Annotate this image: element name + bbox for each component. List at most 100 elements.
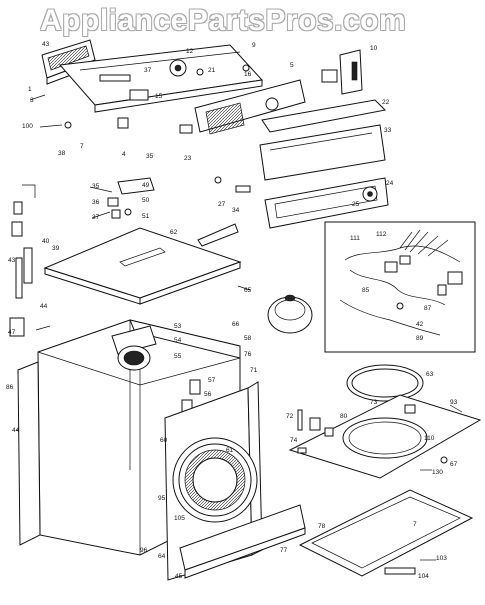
callout-80: 80	[340, 413, 348, 420]
front-panel	[164, 381, 263, 581]
callout-43a: 43	[42, 41, 50, 48]
callout-73: 73	[370, 399, 378, 406]
callout-27: 27	[218, 201, 226, 208]
callout-4: 4	[122, 151, 126, 158]
callout-65: 65	[244, 287, 252, 294]
door-hinge-parts	[297, 409, 448, 464]
latch-parts	[107, 177, 155, 219]
lint-filter-duct	[197, 223, 239, 247]
callout-55: 55	[174, 353, 182, 360]
leader-lines	[29, 94, 463, 561]
callout-7b: 7	[413, 521, 417, 528]
callout-44a: 44	[40, 303, 48, 310]
callout-47: 47	[8, 329, 16, 336]
callout-9: 9	[252, 42, 256, 49]
callout-50: 50	[142, 197, 150, 204]
callout-89: 89	[416, 335, 424, 342]
callout-56: 56	[204, 391, 212, 398]
callout-100: 100	[22, 123, 33, 130]
callout-40: 40	[42, 238, 50, 245]
callout-74: 74	[290, 437, 298, 444]
door-inner-panel	[298, 489, 474, 577]
callout-24: 24	[386, 180, 394, 187]
rear-panel	[17, 361, 41, 546]
callout-103: 103	[436, 555, 447, 562]
callout-43b: 43	[8, 257, 16, 264]
callout-1: 1	[28, 86, 32, 93]
callout-96: 96	[140, 547, 148, 554]
callout-87: 87	[424, 305, 432, 312]
callout-12: 12	[186, 48, 194, 55]
callout-49: 49	[142, 182, 150, 189]
left-side-hardware	[9, 184, 51, 431]
callout-104: 104	[418, 573, 429, 580]
callout-33: 33	[384, 127, 392, 134]
console-front-panel	[259, 124, 386, 181]
callout-35a: 35	[146, 153, 154, 160]
console-lower-panel	[264, 177, 389, 229]
callout-35b: 35	[92, 183, 100, 190]
callout-93: 93	[450, 399, 458, 406]
callout-110: 110	[424, 435, 435, 442]
callout-64: 64	[158, 553, 166, 560]
console-top-trim	[261, 99, 387, 133]
callout-15: 15	[155, 93, 163, 100]
callout-76: 76	[244, 351, 252, 358]
wiring-harness-inset	[324, 221, 476, 353]
door-gasket	[346, 364, 424, 402]
callout-42: 42	[416, 321, 424, 328]
cabinet-top	[43, 227, 242, 305]
control-panel-bezel	[194, 79, 306, 135]
callout-112: 112	[376, 231, 387, 238]
callout-58: 58	[244, 335, 252, 342]
callout-71: 71	[250, 367, 258, 374]
callout-10: 10	[370, 45, 378, 52]
console-small-hardware	[64, 64, 251, 193]
callout-37a: 37	[144, 67, 152, 74]
callout-34: 34	[232, 207, 240, 214]
exhaust-duct	[111, 325, 157, 371]
callout-105: 105	[174, 515, 185, 522]
callout-95: 95	[158, 495, 166, 502]
console-bracket-right	[321, 49, 363, 95]
callout-60: 60	[160, 437, 168, 444]
callout-66: 66	[232, 321, 240, 328]
callout-130: 130	[432, 469, 443, 476]
callout-16: 16	[244, 71, 252, 78]
callout-labels: 43 1 3 100 9 12 21 15 37 16 5 10 22 7 38…	[6, 41, 458, 580]
callout-36: 36	[92, 199, 100, 206]
blower-housing	[267, 294, 313, 334]
callout-62: 62	[170, 229, 178, 236]
timer-motor	[169, 59, 187, 77]
callout-51: 51	[142, 213, 150, 220]
callout-63: 63	[426, 371, 434, 378]
callout-86: 86	[6, 384, 14, 391]
door-outer-panel	[288, 394, 482, 479]
callout-23: 23	[184, 155, 192, 162]
callout-78: 78	[318, 523, 326, 530]
callout-45: 45	[175, 573, 183, 580]
callout-5: 5	[290, 62, 294, 69]
callout-22: 22	[382, 99, 390, 106]
callout-57: 57	[208, 377, 216, 384]
callout-72: 72	[286, 413, 294, 420]
callout-21: 21	[208, 67, 216, 74]
callout-25: 25	[352, 201, 360, 208]
callout-53: 53	[174, 323, 182, 330]
callout-67: 67	[450, 461, 458, 468]
callout-54: 54	[174, 337, 182, 344]
toe-panel	[179, 504, 306, 579]
callout-3: 3	[30, 97, 34, 104]
callout-77: 77	[280, 547, 288, 554]
console-rear-panel	[58, 44, 264, 113]
callout-85: 85	[362, 287, 370, 294]
callout-37b: 37	[92, 214, 100, 221]
callout-61: 61	[226, 447, 234, 454]
callout-111: 111	[350, 235, 360, 242]
callout-38: 38	[58, 150, 66, 157]
callout-7a: 7	[80, 143, 84, 150]
callout-39: 39	[52, 245, 60, 252]
callout-44b: 44	[12, 427, 20, 434]
